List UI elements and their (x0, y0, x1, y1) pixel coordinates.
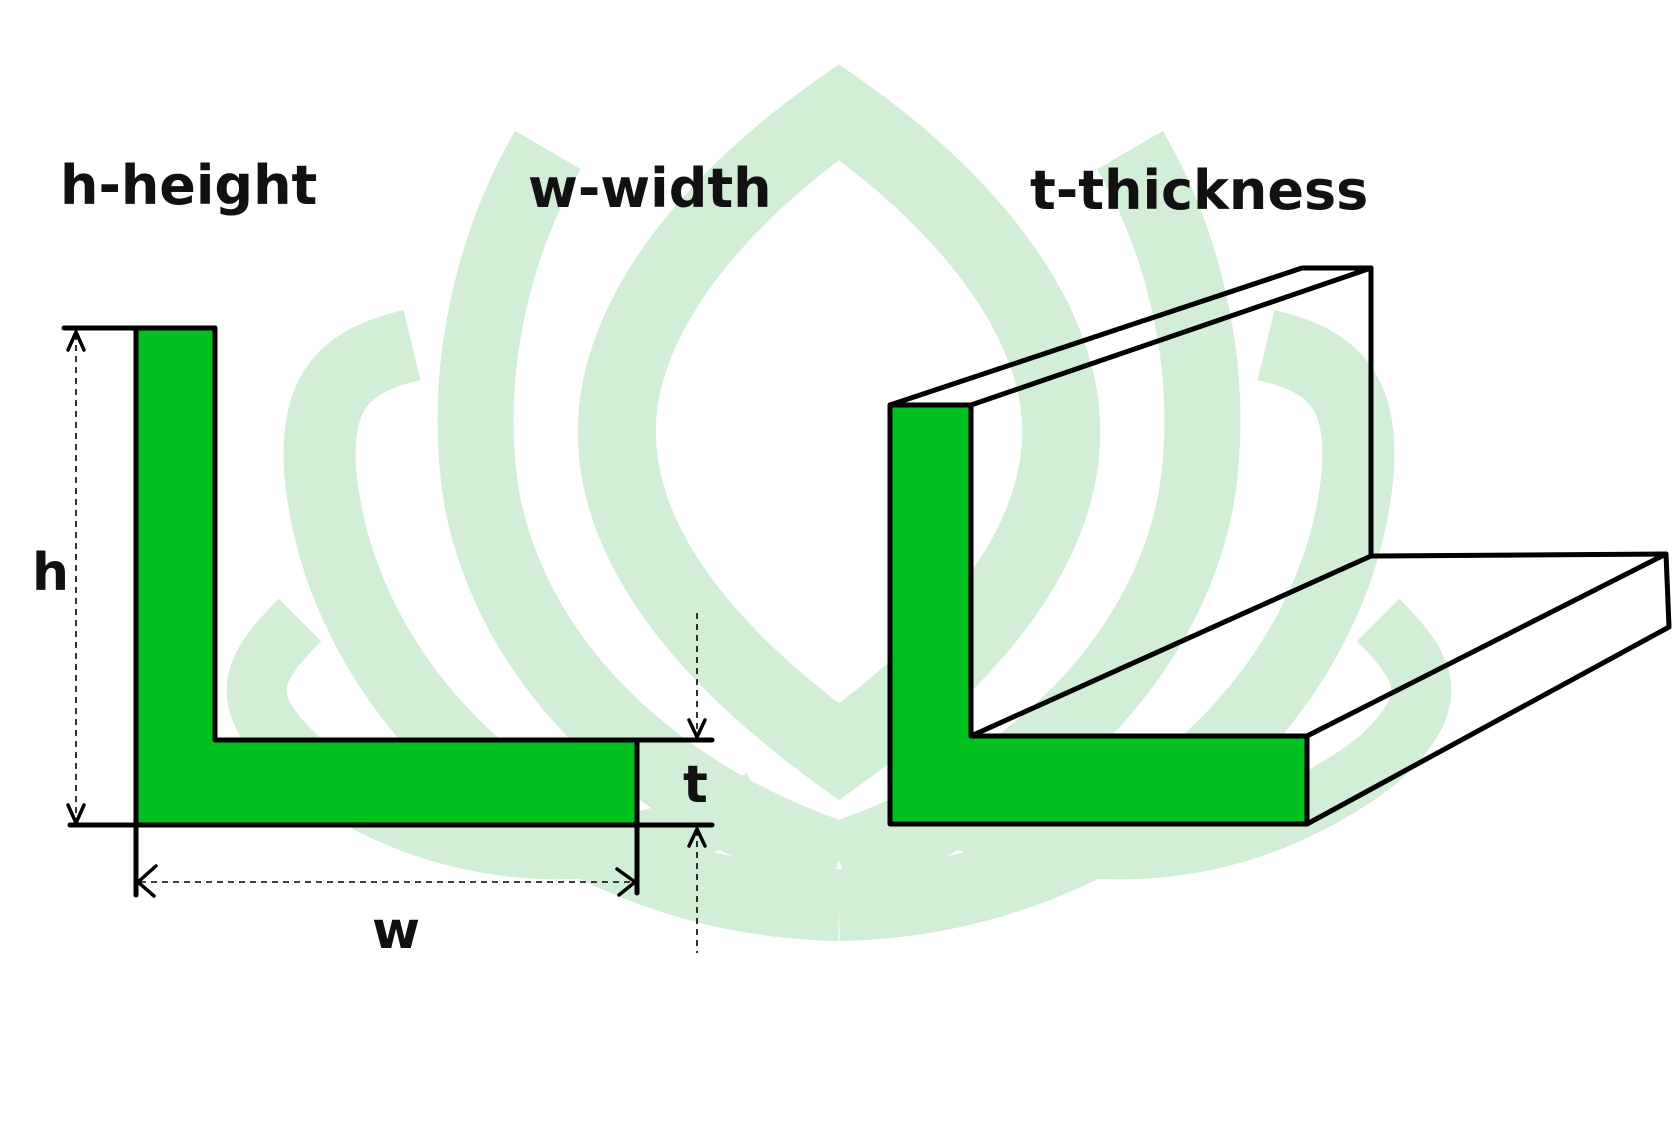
thickness-arrow-down-icon (687, 718, 707, 739)
width-arrow-right-icon (615, 867, 637, 897)
horizontal-leg-top-edge (1304, 551, 1669, 739)
watermark-inner-petal (577, 64, 1101, 801)
height-arrow-down-icon (66, 803, 86, 825)
width-label: w (372, 901, 420, 961)
angle-3d-view (887, 265, 1672, 827)
title-thickness: t-thickness (1030, 159, 1368, 222)
watermark-middle-petal-left (437, 130, 852, 897)
height-label: h (32, 543, 69, 603)
angle-cross-section: h w t (32, 325, 715, 961)
front-face-l-profile (887, 402, 1310, 827)
l-profile-shape (133, 325, 640, 828)
title-height: h-height (60, 154, 317, 217)
watermark-outer-petal-right (838, 310, 1395, 941)
watermark-outer-petal-left (283, 310, 840, 941)
watermark-base-right (904, 598, 1452, 880)
thickness-label: t (683, 755, 708, 815)
height-arrow-up-icon (66, 330, 86, 352)
width-arrow-left-icon (136, 864, 158, 898)
horizontal-leg-back-edges (1304, 551, 1672, 827)
thickness-arrow-up-icon (687, 827, 707, 848)
title-width: w-width (528, 157, 772, 220)
